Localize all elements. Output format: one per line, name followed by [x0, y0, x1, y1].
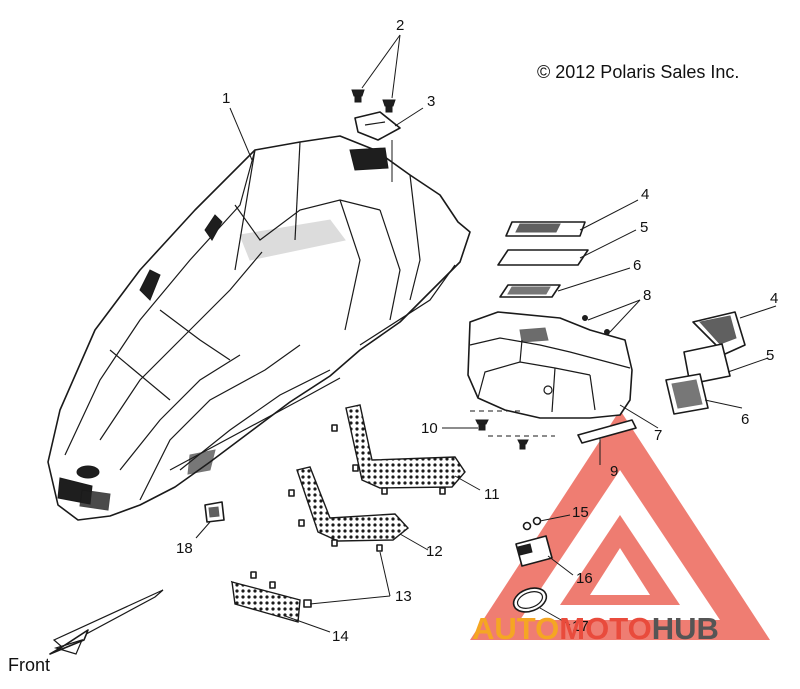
callout-5: 5 [640, 219, 648, 236]
callout-9: 9 [610, 463, 618, 480]
callout-10: 10 [421, 420, 438, 437]
callout-12: 12 [426, 543, 443, 560]
part-9-strip [577, 419, 637, 444]
callout-6-side: 6 [741, 411, 749, 428]
callout-4: 4 [641, 186, 649, 203]
part-10-pushpin [475, 419, 529, 450]
front-label: Front [8, 655, 50, 675]
callout-6: 6 [633, 257, 641, 274]
callout-11: 11 [484, 486, 500, 503]
svg-text:AUTOMOTOHUB: AUTOMOTOHUB [472, 611, 719, 646]
part-15-nuts [522, 516, 542, 531]
part-17-gasket [512, 587, 548, 613]
part-6-upper-screen [499, 284, 561, 298]
callout-8: 8 [643, 287, 651, 304]
callout-14: 14 [332, 628, 349, 645]
front-arrow [49, 589, 164, 655]
part-6-side-screen [665, 373, 709, 415]
part-5-upper-seal [497, 249, 589, 266]
callout-5-side: 5 [766, 347, 774, 364]
callout-3: 3 [427, 93, 435, 110]
part-14-vent [230, 580, 301, 623]
callout-16: 16 [576, 570, 593, 587]
watermark-logo [470, 410, 770, 640]
part-4-upper-vent [505, 221, 586, 237]
callout-2: 2 [396, 17, 404, 34]
callout-13: 13 [395, 588, 412, 605]
callout-4-side: 4 [770, 290, 778, 307]
leader-lines [195, 34, 777, 633]
part-18-clip [204, 501, 225, 523]
watermark-part1: AUTO [472, 611, 559, 646]
part-12-grille [288, 466, 410, 552]
callout-7: 7 [654, 427, 662, 444]
part-3-bracket [354, 111, 401, 182]
part-16-bracket [515, 535, 553, 567]
watermark-triangle-hole [590, 548, 650, 595]
callout-1: 1 [222, 90, 230, 107]
callout-18: 18 [176, 540, 193, 557]
callout-17: 17 [572, 618, 589, 635]
part-11-grille [331, 404, 466, 495]
part-2-fasteners [351, 89, 396, 113]
part-4-side-vent [692, 311, 746, 355]
watermark-wordmark: AUTOMOTOHUB [472, 611, 719, 646]
watermark-part3: HUB [652, 611, 719, 646]
copyright-text: © 2012 Polaris Sales Inc. [537, 62, 739, 82]
watermark-part2: MOTO [559, 611, 651, 646]
part-13-clips [250, 571, 312, 608]
callout-15: 15 [572, 504, 589, 521]
part-1-hood [47, 135, 471, 521]
callout-labels: 1 2 3 4 5 6 7 8 9 10 11 12 13 14 15 16 1… [176, 17, 778, 645]
